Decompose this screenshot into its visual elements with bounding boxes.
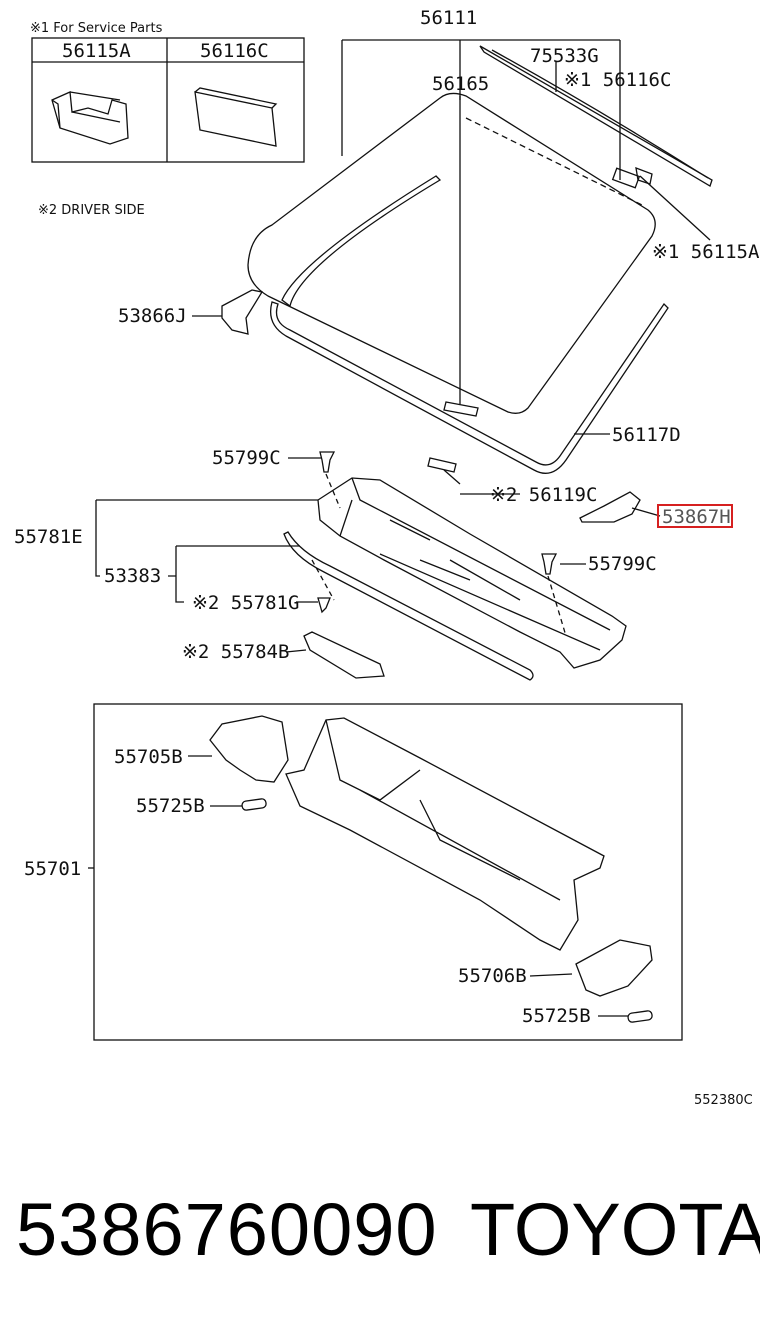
- cowl-top-panel: [317, 477, 627, 669]
- cowl-panel: [285, 717, 605, 951]
- legend-col-56116c: 56116C: [200, 40, 269, 62]
- brand-name: TOYOTA: [470, 1188, 760, 1271]
- driver-side-note: ※2 DRIVER SIDE: [38, 203, 145, 218]
- legend-note: ※1 For Service Parts: [30, 21, 163, 36]
- diagram-reference: 552380C: [694, 1093, 753, 1108]
- label-56119c: ※2 56119C: [490, 484, 597, 506]
- left-moulding: [281, 175, 442, 308]
- mirror-base: [443, 401, 479, 417]
- label-55799c-right: 55799C: [588, 553, 657, 575]
- top-moulding: [479, 45, 713, 187]
- label-55701: 55701: [24, 858, 81, 880]
- label-56116c: ※1 56116C: [564, 69, 671, 91]
- label-55781g: ※2 55781G: [192, 592, 299, 614]
- label-56117d: 56117D: [612, 424, 681, 446]
- label-56111: 56111: [420, 7, 477, 29]
- windshield-gasket: [269, 301, 669, 474]
- label-53866j: 53866J: [118, 305, 187, 327]
- bracket-55705b: [209, 715, 289, 783]
- bracket-53866j: [221, 289, 264, 335]
- highlight-box: [657, 504, 733, 528]
- cowl-seal: [283, 531, 534, 681]
- bracket-53867h: [579, 491, 641, 523]
- part-number: 5386760090: [16, 1188, 438, 1271]
- label-55784b: ※2 55784B: [182, 641, 289, 663]
- label-55725b-top: 55725B: [136, 795, 205, 817]
- label-55725b-bottom: 55725B: [522, 1005, 591, 1027]
- service-parts-legend: [31, 37, 305, 163]
- bracket-55706b: [575, 939, 653, 997]
- label-55781e: 55781E: [14, 526, 83, 548]
- footer: 5386760090 TOYOTA: [0, 1180, 760, 1300]
- windshield-glass: [247, 92, 656, 414]
- cowl-piece-55784b: [303, 631, 385, 679]
- label-55799c-top: 55799C: [212, 447, 281, 469]
- label-56115a: ※1 56115A: [652, 241, 760, 263]
- legend-col-56115a: 56115A: [62, 40, 131, 62]
- cowl-panel-box: [93, 703, 683, 1041]
- label-53867h: 53867H: [662, 506, 731, 528]
- label-75533g: 75533G: [530, 45, 599, 67]
- label-53383: 53383: [104, 565, 161, 587]
- label-56165: 56165: [432, 73, 489, 95]
- label-55706b: 55706B: [458, 965, 527, 987]
- label-55705b: 55705B: [114, 746, 183, 768]
- parts-diagram: ※1 For Service Parts 56115A 56116C ※2 DR…: [14, 7, 760, 1108]
